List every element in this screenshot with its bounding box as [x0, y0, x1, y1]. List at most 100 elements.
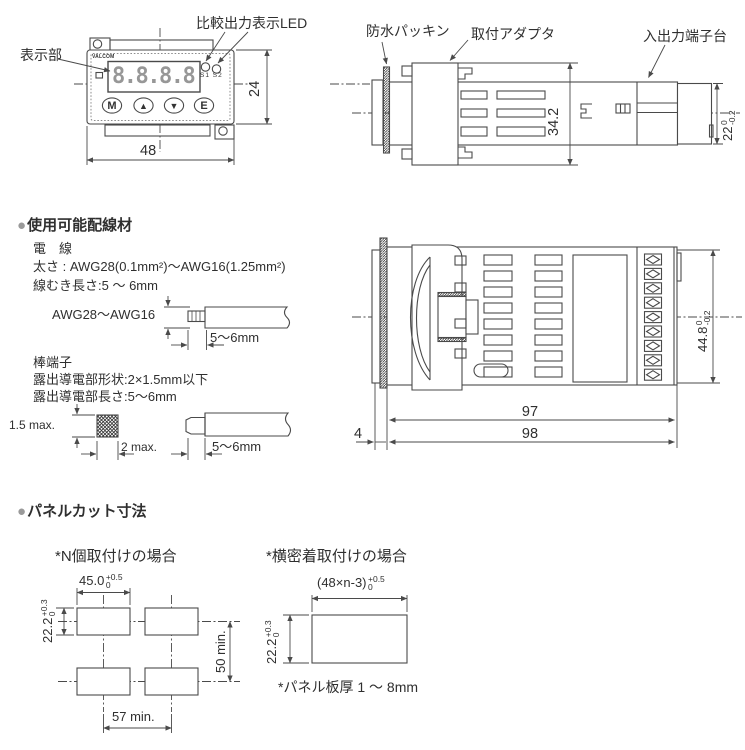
label-area — [572, 254, 628, 383]
panel-thickness-note: *パネル板厚 1 ～ 8mm — [278, 679, 419, 695]
brand-logo: VALCOM — [92, 54, 115, 60]
bottom-strip — [104, 124, 211, 137]
dim-4: 4 — [354, 426, 363, 442]
button-m: M — [107, 100, 117, 112]
conductor-cross-section — [96, 414, 119, 438]
oval-slot — [473, 363, 509, 378]
section-title-panel-cut: ●パネルカット寸法 — [17, 503, 147, 520]
button-down-outline — [163, 97, 185, 114]
label-waterproof-packing: 防水パッキン — [366, 23, 450, 39]
label-comparison-led: 比較出力表示LED — [196, 15, 308, 31]
dim-342: 34.2 — [546, 107, 562, 136]
button-m-outline — [101, 97, 123, 114]
wire-dimensions — [164, 296, 224, 350]
indicator-mark — [95, 71, 104, 79]
connector-block — [437, 295, 467, 339]
wire-diagram-label: AWG28～AWG16 — [52, 307, 156, 322]
front-view-drawing — [57, 28, 370, 165]
terminal-screws — [643, 253, 663, 381]
leader-packing — [381, 41, 388, 65]
led-s1 — [200, 62, 211, 72]
button-up: ▲ — [139, 101, 148, 111]
label-display-section: 表示部 — [20, 47, 62, 63]
side-view-drawing — [352, 39, 740, 166]
panel-flush-dimensions — [283, 595, 408, 664]
adapter-hook-top — [458, 67, 473, 80]
ferrule-dim-width: 2 max. — [121, 440, 158, 454]
button-down: ▼ — [169, 101, 179, 111]
panel-n-dimensions — [56, 588, 233, 733]
dim-97: 97 — [521, 404, 539, 420]
bullet-icon: ● — [17, 503, 27, 520]
wire-dim-strip: 5～6mm — [210, 330, 260, 345]
dim-height-24: 24 — [247, 80, 263, 97]
waterproof-packing — [379, 237, 388, 389]
ferrule-shape: 露出導電部形状:2×1.5mm以下 — [33, 372, 209, 387]
leader-terminal — [648, 44, 666, 78]
label-mounting-adapter: 取付アダプタ — [471, 26, 555, 42]
cutout-1 — [76, 607, 131, 636]
clip-detail — [580, 103, 592, 119]
ferrule-dim-length: 5～6mm — [212, 439, 262, 454]
mounting-adapter — [411, 62, 459, 166]
leader-adapter — [449, 39, 469, 61]
leader-display — [57, 58, 111, 73]
led-labels: S1 S2 — [200, 72, 223, 79]
wire-heading: 電 線 — [33, 241, 73, 256]
button-e-outline — [193, 97, 215, 114]
front-bezel — [371, 249, 381, 384]
ferrule-length: 露出導電部長さ:5～6mm — [33, 389, 177, 404]
spring-clip-outer — [410, 256, 431, 381]
mount-hole-top — [92, 39, 103, 49]
stripped-conductor — [187, 310, 206, 323]
terminal-cover — [676, 82, 713, 145]
led-s2 — [211, 64, 222, 74]
case-n-heading: *N個取付けの場合 — [55, 548, 177, 565]
wire-size: 太さ : AWG28(0.1mm²)～AWG16(1.25mm²) — [33, 259, 286, 274]
ferrule-body — [204, 412, 292, 437]
section-title-wiring: ●使用可能配線材 — [17, 217, 133, 234]
leader-led-s1 — [205, 31, 226, 62]
side-dimensions — [381, 39, 723, 166]
wire-insulation — [204, 306, 291, 329]
ferrule-tip — [185, 416, 206, 435]
label-io-terminal: 入出力端子台 — [643, 28, 727, 44]
spring-clip-inner — [416, 264, 431, 373]
mounting-adapter — [411, 244, 463, 391]
cutout-3 — [76, 667, 131, 696]
dim-width-48: 48 — [140, 143, 157, 159]
seven-segment-display: 8.8.8.8 — [112, 64, 196, 89]
cutout-4 — [144, 667, 199, 696]
adapter-hook-bottom — [458, 146, 473, 159]
waterproof-packing — [382, 66, 391, 154]
ferrule-dim-height: 1.5 max. — [9, 418, 56, 432]
bezel-outline — [86, 49, 235, 125]
top-view-dimensions — [356, 249, 720, 450]
display-window — [107, 60, 201, 93]
top-view-drawing — [352, 237, 742, 450]
dim-50-min: 50 min. — [213, 630, 228, 673]
button-e: E — [200, 100, 208, 112]
dim-57-min: 57 min. — [112, 709, 155, 724]
front-bezel — [371, 79, 384, 146]
bullet-icon: ● — [17, 217, 27, 234]
wire-strip-length: 線むき長さ:5 ～ 6mm — [33, 278, 158, 293]
panel-cut-n-diagram — [56, 588, 240, 733]
ferrule-diagram — [72, 404, 292, 460]
cutout-2 — [144, 607, 199, 636]
mount-hole-bottom — [218, 126, 228, 136]
dim-98: 98 — [521, 426, 539, 442]
ferrule-dimensions — [72, 404, 222, 460]
panel-cut-flush-diagram — [283, 595, 408, 664]
cutout-flush — [311, 614, 408, 664]
ferrule-heading: 棒端子 — [33, 355, 73, 370]
leader-led-s2 — [217, 31, 249, 64]
front-dimensions — [57, 31, 272, 165]
